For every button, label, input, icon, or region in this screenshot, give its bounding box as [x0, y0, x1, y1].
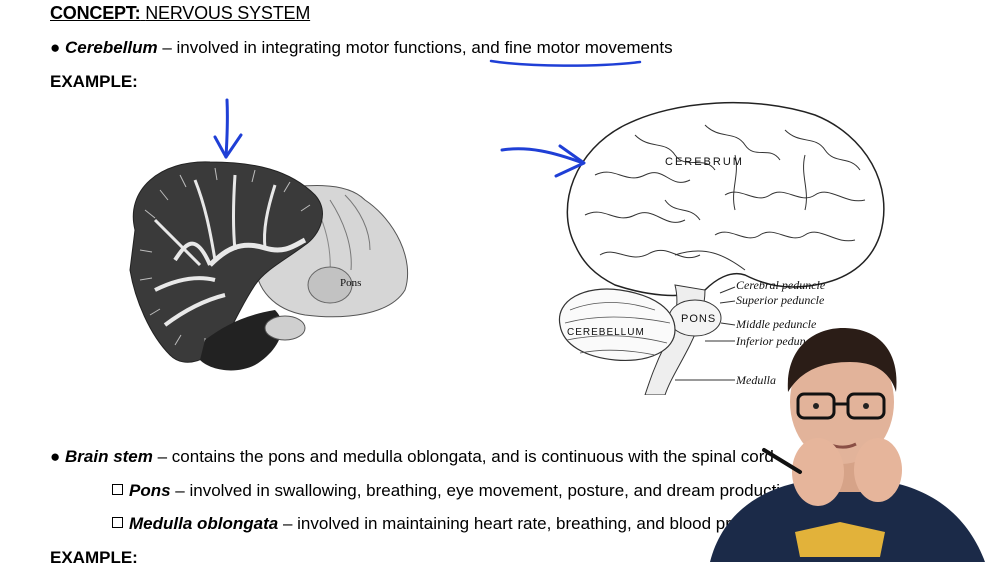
cerebellum-section-illustration: Pons — [129, 161, 409, 371]
example-heading-2: EXAMPLE: — [50, 548, 138, 567]
bullet-dot: ● — [50, 38, 61, 57]
fine-motor-highlight: fine motor movements — [504, 38, 673, 57]
pons-term: Pons — [129, 481, 171, 500]
example-heading: EXAMPLE: — [50, 72, 138, 91]
concept-label: CONCEPT: — [50, 3, 141, 23]
left-pons-label: Pons — [340, 277, 361, 289]
underline-annotation — [489, 59, 642, 67]
right-arrow-annotation — [500, 144, 586, 178]
medulla-subbullet: Medulla oblongata – involved in maintain… — [112, 514, 782, 534]
callout-cerebral-peduncle: Cerebral peduncle — [736, 278, 826, 292]
cerebellum-desc: – involved in integrating motor function… — [157, 38, 505, 57]
bullet-dot: ● — [50, 447, 61, 466]
pons-subbullet: Pons – involved in swallowing, breathing… — [112, 481, 799, 501]
medulla-term: Medulla oblongata — [129, 514, 279, 533]
callout-medulla: Medulla — [735, 373, 776, 387]
cerebellum-bullet: ● Cerebellum – involved in integrating m… — [50, 38, 673, 58]
medulla-desc: – involved in maintaining heart rate, br… — [278, 514, 782, 533]
checkbox-bullet-icon — [112, 484, 123, 495]
cerebrum-label: CEREBRUM — [665, 156, 744, 168]
presenter-video-overlay — [710, 327, 985, 562]
pons-label: PONS — [681, 313, 716, 325]
brainstem-term: Brain stem — [65, 447, 153, 466]
concept-topic: NERVOUS SYSTEM — [145, 3, 311, 23]
brainstem-desc: – contains the pons and medulla oblongat… — [152, 447, 774, 466]
cerebellum-label: CEREBELLUM — [567, 327, 645, 338]
brainstem-bullet: ● Brain stem – contains the pons and med… — [50, 447, 774, 467]
checkbox-bullet-icon — [112, 517, 123, 528]
concept-title: CONCEPT: NERVOUS SYSTEM — [50, 3, 310, 24]
down-arrow-annotation — [213, 98, 243, 159]
callout-inferior-peduncle: Inferior peduncle — [735, 334, 820, 348]
brain-lateral-illustration: CEREBRUM PONS CEREBELLUM Cerebral pedunc… — [558, 101, 885, 395]
callout-middle-peduncle: Middle peduncle — [735, 317, 817, 331]
callout-superior-peduncle: Superior peduncle — [736, 293, 825, 307]
cerebellum-term: Cerebellum — [65, 38, 158, 57]
pons-desc: – involved in swallowing, breathing, eye… — [170, 481, 799, 500]
